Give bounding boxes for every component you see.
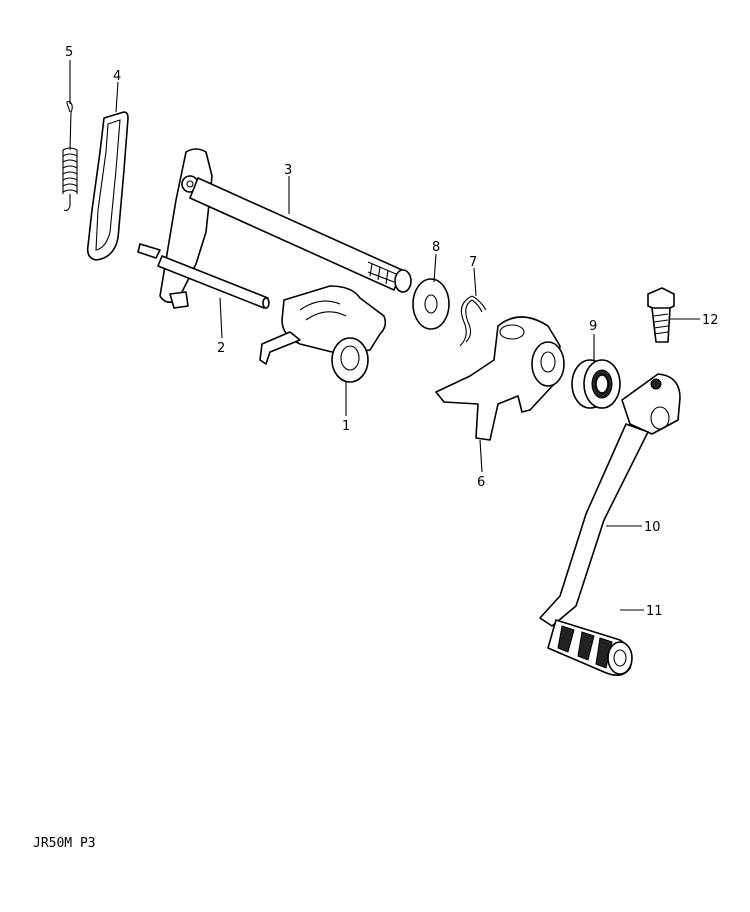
callout-11: 11: [646, 604, 663, 619]
diagram-code: JR50M P3: [33, 836, 96, 851]
callout-7: 7: [469, 255, 477, 270]
callout-9: 9: [589, 319, 597, 334]
callout-5: 5: [65, 45, 73, 60]
callout-1: 1: [342, 419, 350, 434]
callouts: 5 4 3 2 1 8 7 6 9 12 10 11: [65, 45, 719, 619]
part-8-washer[interactable]: [412, 278, 450, 330]
part-7-circlip[interactable]: [459, 295, 487, 347]
callout-8: 8: [432, 240, 440, 255]
callout-2: 2: [217, 341, 225, 356]
callout-6: 6: [477, 475, 485, 490]
leader-lines: [69, 60, 700, 611]
part-1-cam[interactable]: [259, 285, 387, 383]
callout-4: 4: [113, 69, 121, 84]
callout-10: 10: [644, 520, 661, 535]
part-10-lever[interactable]: [539, 373, 681, 627]
part-4-plate[interactable]: [86, 111, 129, 261]
part-9-seal[interactable]: [571, 359, 621, 409]
part-2-rod[interactable]: [137, 243, 270, 309]
callout-12: 12: [702, 313, 719, 328]
part-5-spring[interactable]: [62, 100, 78, 212]
part-12-bolt[interactable]: [647, 287, 675, 343]
callout-3: 3: [284, 163, 292, 178]
part-11-grip[interactable]: [547, 619, 633, 676]
part-6-fork[interactable]: [435, 316, 565, 441]
